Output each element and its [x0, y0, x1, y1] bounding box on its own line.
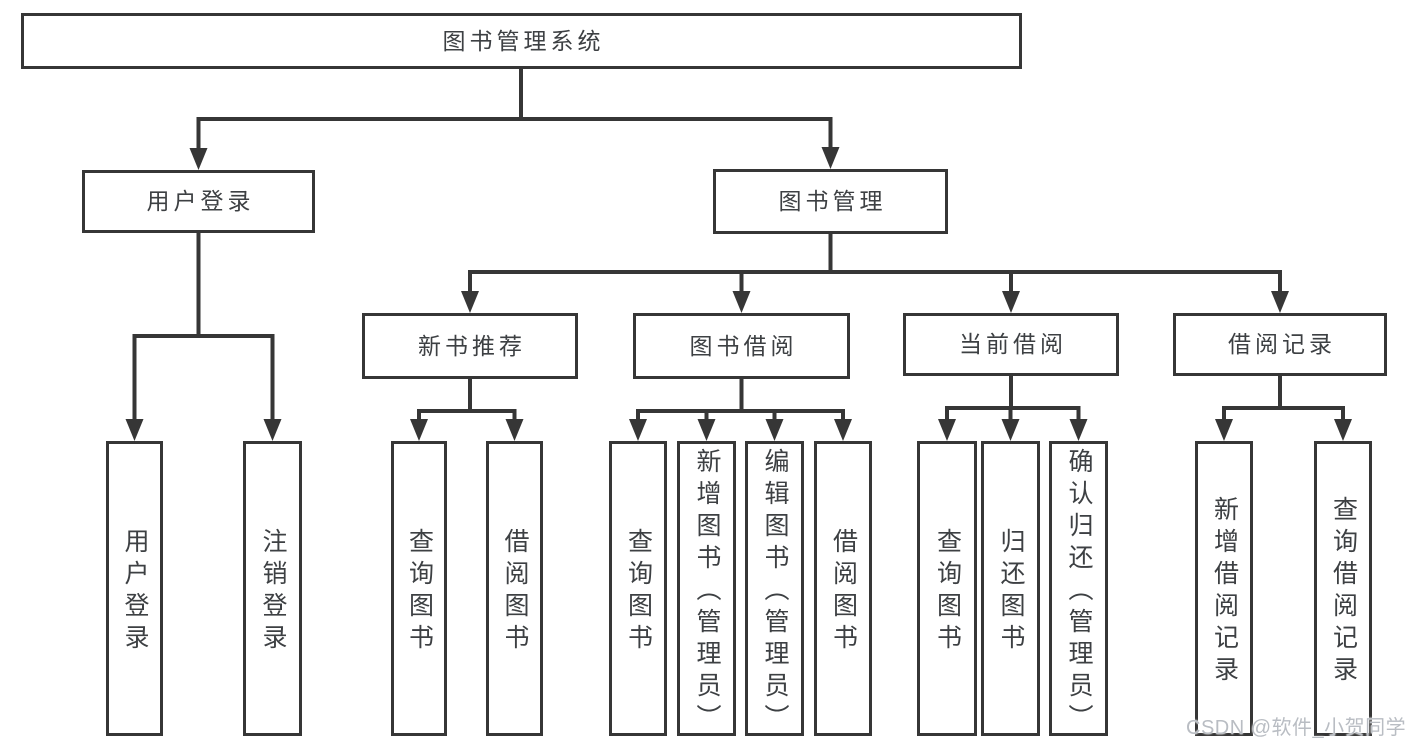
leaf-edit-book-admin: 编辑图书（管理员） — [745, 441, 804, 736]
leaf-label: 用户登录 — [121, 528, 149, 656]
leaf-label: 新增借阅记录 — [1210, 496, 1239, 688]
csdn-watermark: CSDN @软件_小贺同学 — [1186, 717, 1405, 739]
node-label: 当前借阅 — [959, 331, 1067, 357]
leaf-borrow-books-borrowing: 借阅图书 — [814, 441, 872, 736]
node-label: 图书管理 — [778, 188, 887, 214]
node-user-login: 用户登录 — [82, 170, 315, 233]
node-new-book-recommend: 新书推荐 — [362, 313, 578, 379]
leaf-label: 编辑图书（管理员） — [761, 448, 789, 736]
leaf-label: 查询图书 — [624, 528, 653, 656]
leaf-label: 归还图书 — [997, 528, 1025, 656]
leaf-return-book: 归还图书 — [981, 441, 1040, 736]
node-borrow-records: 借阅记录 — [1173, 313, 1387, 376]
leaf-label: 注销登录 — [259, 528, 287, 656]
leaf-query-books-recommend: 查询图书 — [391, 441, 447, 736]
leaf-label: 查询图书 — [933, 528, 962, 656]
leaf-add-book-admin: 新增图书（管理员） — [677, 441, 736, 736]
leaf-label: 新增图书（管理员） — [693, 448, 721, 736]
leaf-label: 确认归还（管理员） — [1065, 448, 1093, 736]
leaf-add-borrow-record: 新增借阅记录 — [1195, 441, 1253, 736]
node-current-borrowing: 当前借阅 — [903, 313, 1119, 376]
leaf-query-books-current: 查询图书 — [917, 441, 977, 736]
leaf-confirm-return-admin: 确认归还（管理员） — [1049, 441, 1108, 736]
leaf-logout-login: 注销登录 — [243, 441, 302, 736]
node-label: 用户登录 — [146, 188, 255, 214]
leaf-label: 借阅图书 — [829, 528, 858, 656]
leaf-borrow-books-recommend: 借阅图书 — [486, 441, 543, 736]
node-book-borrowing: 图书借阅 — [633, 313, 850, 379]
leaf-user-login: 用户登录 — [106, 441, 163, 736]
leaf-query-borrow-record: 查询借阅记录 — [1314, 441, 1372, 736]
leaf-query-books-borrowing: 查询图书 — [609, 441, 667, 736]
leaf-label: 借阅图书 — [501, 528, 529, 656]
node-label: 图书管理系统 — [442, 27, 605, 54]
node-library-management-system: 图书管理系统 — [21, 13, 1022, 69]
node-label: 图书借阅 — [689, 332, 798, 359]
leaf-label: 查询借阅记录 — [1329, 496, 1358, 688]
node-label: 借阅记录 — [1228, 331, 1336, 357]
node-book-management: 图书管理 — [713, 169, 948, 234]
leaf-label: 查询图书 — [405, 528, 434, 656]
node-label: 新书推荐 — [418, 332, 526, 359]
